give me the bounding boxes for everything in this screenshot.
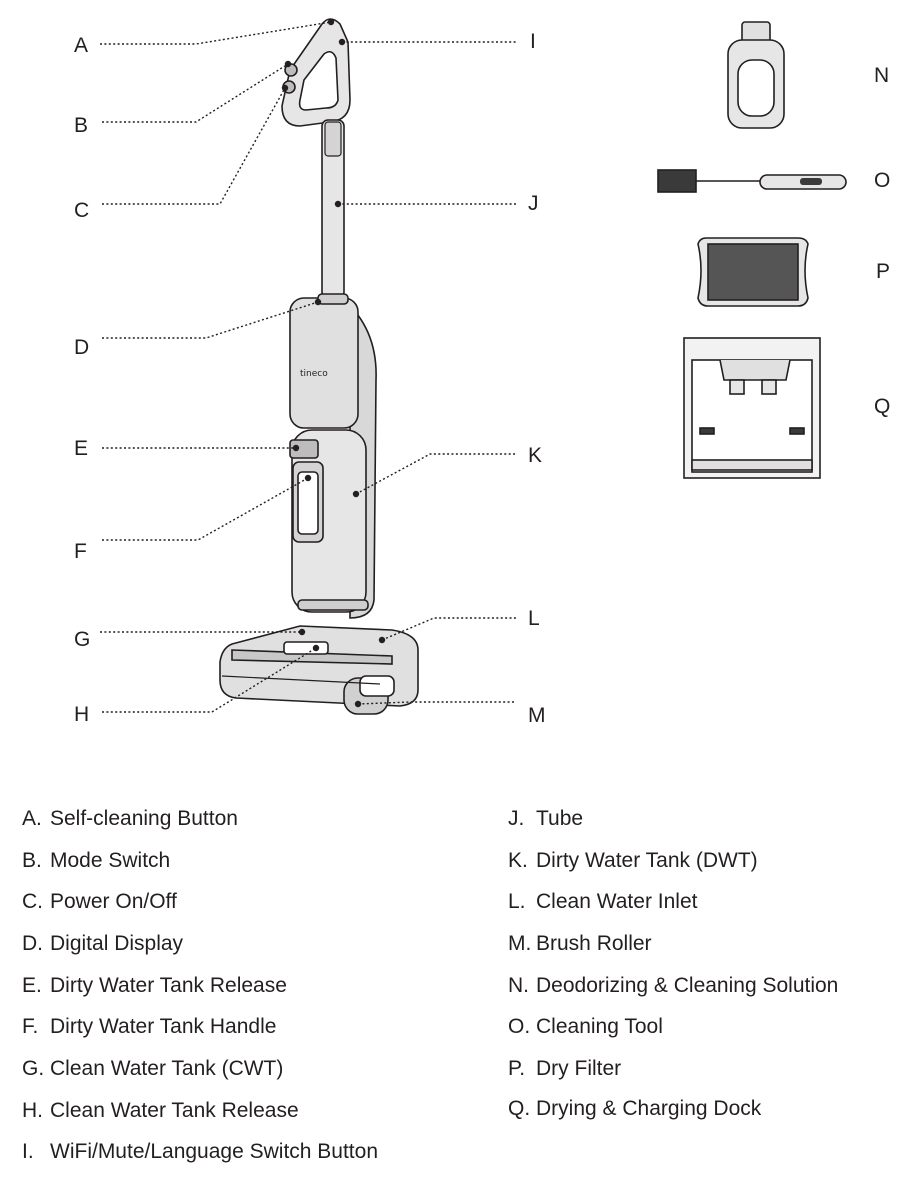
callout-L: L [528,607,540,630]
leader-line-D [102,301,319,339]
leader-lines [100,21,516,713]
legend-item: B.Mode Switch [22,849,171,872]
leader-line-K [355,453,516,495]
leader-line-L [381,617,516,641]
legend-item: K.Dirty Water Tank (DWT) [508,849,758,872]
callout-H: H [74,703,90,726]
callout-Q: Q [874,395,891,418]
leader-line-A [100,21,332,45]
callout-P: P [876,260,891,283]
callout-N: N [874,64,890,87]
callout-D: D [74,336,90,359]
legend-item: A.Self-cleaning Button [22,807,238,830]
legend-item: G.Clean Water Tank (CWT) [22,1057,284,1080]
leader-line-B [102,63,289,123]
callout-F: F [74,540,87,563]
legend-item: F.Dirty Water Tank Handle [22,1015,277,1038]
vacuum-body: tineco [289,293,377,619]
leader-dots [281,18,386,708]
legend-item: E.Dirty Water Tank Release [22,974,287,997]
callout-M: M [528,704,546,727]
vacuum-handle [281,18,351,127]
legend-item: I.WiFi/Mute/Language Switch Button [22,1140,379,1163]
callout-K: K [528,444,543,467]
legend-item: H.Clean Water Tank Release [22,1099,299,1122]
leader-line-F [102,477,309,541]
cleaning-tool [657,169,847,193]
legend-item: L.Clean Water Inlet [508,890,698,913]
solution-bottle [727,21,785,129]
legend-item: M.Brush Roller [508,932,652,955]
legend-item: D.Digital Display [22,932,184,955]
charging-dock [683,337,821,479]
callout-G: G [74,628,91,651]
legend-item: N.Deodorizing & Cleaning Solution [508,974,839,997]
dry-filter [697,237,809,307]
callout-I: I [530,30,536,53]
callout-B: B [74,114,89,137]
legend-item: C.Power On/Off [22,890,177,913]
legend-item: O.Cleaning Tool [508,1015,663,1038]
legend-item: J.Tube [508,807,584,830]
callout-C: C [74,199,90,222]
brand-logo: tineco [300,369,328,379]
callout-A: A [74,34,89,57]
leader-line-C [102,87,286,205]
leader-line-H [102,647,317,713]
callout-J: J [528,192,539,215]
legend-item: Q.Drying & Charging Dock [508,1097,762,1120]
vacuum-floor-head [219,625,419,715]
callout-O: O [874,169,891,192]
product-diagram: tineco [100,18,847,715]
legend-item: P.Dry Filter [508,1057,622,1080]
callout-E: E [74,437,89,460]
